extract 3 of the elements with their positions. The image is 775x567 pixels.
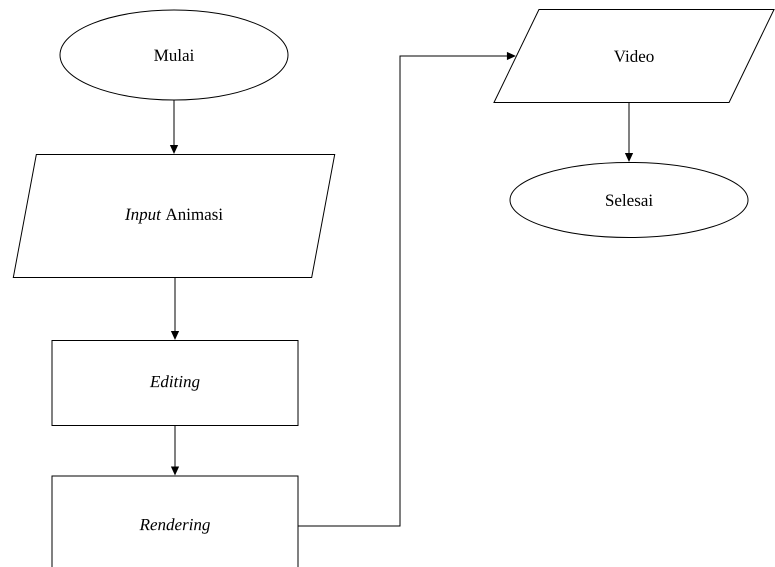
process-box: Rendering — [52, 476, 298, 567]
process-box: Editing — [52, 340, 298, 426]
input-output-parallelogram: Input Animasi — [12, 154, 336, 278]
